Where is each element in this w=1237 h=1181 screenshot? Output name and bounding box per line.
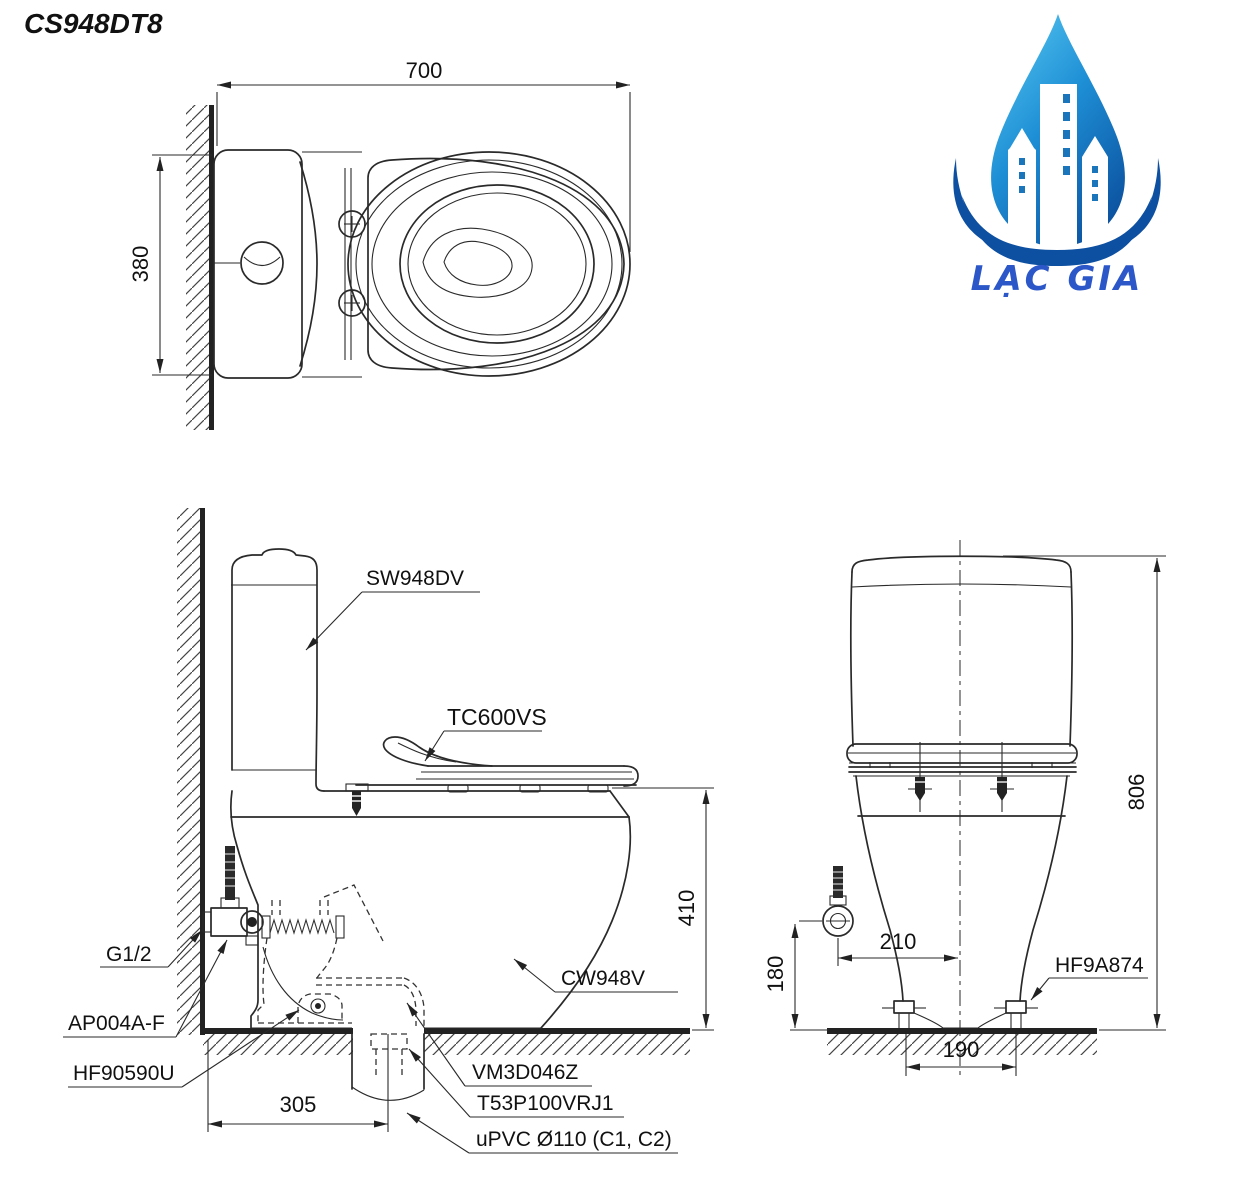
angle-valve-label: AP004A-F	[68, 1012, 165, 1035]
tank-part-label: SW948DV	[366, 567, 464, 590]
pipe-label: uPVC Ø110 (C1, C2)	[476, 1128, 672, 1151]
outlet-bracket	[297, 993, 343, 1023]
supply-valve-front	[822, 866, 854, 966]
wall-line	[200, 508, 205, 1035]
supply-thread-label: G1/2	[106, 943, 152, 966]
page-title: CS948DT8	[24, 8, 163, 39]
bowl-side	[229, 790, 632, 1029]
dim-190: 190	[905, 1034, 1017, 1076]
outlet-fitting-label: HF90590U	[73, 1062, 175, 1085]
dim-305: 305	[207, 1034, 389, 1132]
dim-806-value: 806	[1124, 774, 1149, 811]
seat-band-front	[846, 743, 1078, 777]
label-tc600vs: TC600VS	[424, 704, 547, 762]
label-hf90590u: HF90590U	[68, 1009, 300, 1088]
bowl-plan	[347, 151, 631, 377]
label-cw948v: CW948V	[513, 958, 678, 993]
threaded-rod	[225, 846, 235, 900]
valve-flange	[240, 910, 264, 934]
dim-806: 806	[1003, 555, 1166, 1031]
label-g12: G1/2	[100, 929, 203, 968]
dim-305-value: 305	[280, 1092, 317, 1117]
seal-label: VM3D046Z	[472, 1061, 578, 1084]
dim-180-value: 180	[763, 956, 788, 993]
label-hf9a874: HF9A874	[1030, 954, 1148, 1001]
dim-410-value: 410	[674, 890, 699, 927]
floor-line	[200, 1028, 353, 1034]
buildings-icon	[1008, 84, 1108, 247]
swoosh-icon	[953, 158, 1161, 266]
bowl-part-label: CW948V	[561, 967, 645, 990]
brand-name: LẠC GIA	[971, 259, 1144, 299]
bowl-front	[855, 775, 1068, 1029]
dim-410: 410	[612, 787, 714, 1031]
label-t53p100vrj1: T53P100VRJ1	[408, 1048, 624, 1118]
seat-lid-outline	[367, 157, 625, 371]
dim-380: 380	[128, 154, 212, 376]
floor-hatch	[827, 1034, 1097, 1055]
tank-side	[231, 548, 325, 792]
side-view: 410 305 SW948DV TC600VS CW948V G1/2	[63, 508, 714, 1154]
hinge-bolt	[352, 791, 361, 808]
brand-logo: LẠC GIA	[953, 14, 1161, 299]
seat-opening	[399, 184, 595, 344]
dim-210: 210	[838, 929, 958, 962]
seat-side	[345, 736, 639, 816]
water-surface	[422, 227, 533, 298]
dim-380-value: 380	[128, 246, 153, 283]
wall-hatch	[186, 105, 209, 430]
floor-hatch	[203, 1034, 353, 1055]
dim-210-value: 210	[880, 929, 917, 954]
supply-valve-side	[202, 846, 264, 946]
dim-700: 700	[216, 58, 631, 252]
front-view: 180 210 190 806 HF9A874	[763, 540, 1166, 1080]
label-sw948dv: SW948DV	[305, 567, 480, 651]
inlet-gasket	[269, 918, 335, 935]
tank-plan	[213, 149, 362, 379]
label-vm3d046z: VM3D046Z	[406, 1002, 592, 1087]
label-ap004af: AP004A-F	[63, 939, 228, 1038]
dim-190-value: 190	[943, 1037, 980, 1062]
bolt-cap-label: HF9A874	[1055, 954, 1144, 977]
wall-hatch	[177, 508, 200, 1035]
seat-hinge-plan	[338, 168, 366, 360]
trapway-hidden-detail	[257, 884, 425, 1026]
flush-button	[240, 241, 284, 285]
floor-line	[827, 1028, 1097, 1034]
tank-front	[850, 555, 1073, 747]
lid-curl	[382, 736, 493, 767]
wall-line	[209, 105, 214, 430]
adapter-label: T53P100VRJ1	[477, 1092, 614, 1115]
seat-bolts-front	[908, 742, 1014, 812]
label-upvc: uPVC Ø110 (C1, C2)	[406, 1112, 678, 1154]
floor-bolt-caps	[882, 1000, 1038, 1028]
seat-part-label: TC600VS	[447, 704, 547, 730]
dim-180: 180	[763, 920, 829, 1031]
dim-700-value: 700	[406, 58, 443, 83]
top-view: 700 380	[128, 58, 631, 430]
